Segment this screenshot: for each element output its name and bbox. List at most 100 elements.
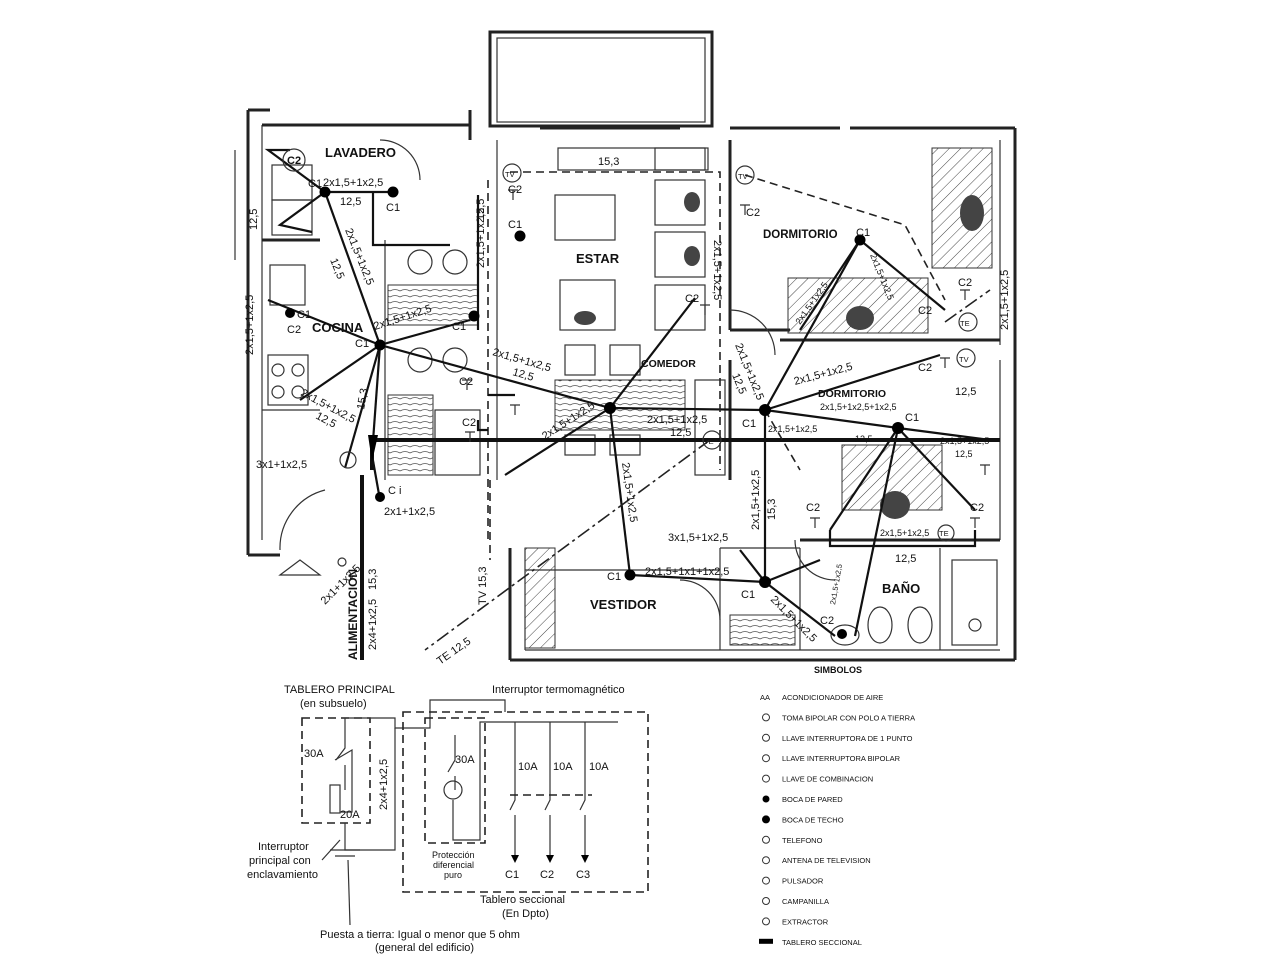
legend-symbol-llave1-icon — [762, 733, 770, 742]
room-dormitorio-2: DORMITORIO — [818, 388, 886, 400]
circuit-c1: C1 — [741, 589, 755, 601]
dim-label: 15,3 — [367, 569, 379, 590]
dim-label: 12,5 — [955, 449, 973, 459]
cable-label: 2x1+1x2,5 — [384, 506, 435, 518]
breaker-20a: 20A — [340, 809, 360, 821]
c2-marker-lavadero — [282, 148, 306, 172]
legend-text: LLAVE INTERRUPTORA DE 1 PUNTO — [782, 734, 913, 743]
cable-label: 2x1,5+1x2,5 — [999, 270, 1011, 330]
legend-row: BOCA DE PARED — [762, 795, 843, 804]
te-dim-label: TE 12,5 — [435, 636, 473, 668]
breaker-c3 — [579, 722, 589, 863]
legend-text: TELEFONO — [782, 836, 823, 845]
legend-row: LLAVE INTERRUPTORA DE 1 PUNTO — [762, 733, 913, 743]
wiring — [234, 148, 1000, 660]
circuit-c2: C2 — [970, 502, 984, 514]
legend-row: ANTENA DE TELEVISION — [762, 856, 871, 865]
circuit-c1: C1 — [308, 178, 322, 190]
legend-symbol-camp-icon — [762, 897, 770, 905]
cable-label: 2x1,5+1x2,5 — [323, 177, 383, 189]
tablero-principal-title: TABLERO PRINCIPAL — [284, 684, 395, 696]
dim-label: 12,5 — [248, 209, 260, 230]
cable-label: 2x1,5+1x2,5 — [711, 240, 723, 300]
out-c3: C3 — [576, 869, 590, 881]
cable-label: 2x1,5+1x2,5 — [475, 208, 487, 268]
legend-text: LLAVE DE COMBINACION — [782, 775, 873, 784]
te-symbol: TE — [960, 319, 970, 328]
cable-label: 2x1,5+1x1+1x2,5 — [645, 566, 729, 578]
interruptor-principal-line1: Interruptor — [258, 841, 309, 853]
cable-label: 2x1,5+1x2,5 — [647, 414, 707, 426]
room-dormitorio-1: DORMITORIO — [763, 229, 838, 241]
breaker-10a: 10A — [589, 761, 609, 773]
dim-label: 12,5 — [855, 434, 873, 444]
legend-row: BOCA DE TECHO — [762, 815, 844, 824]
schematic: TABLERO PRINCIPAL (en subsuelo) Interrup… — [247, 684, 649, 954]
breaker-10a: 10A — [518, 761, 538, 773]
legend-text: ACONDICIONADOR DE AIRE — [782, 693, 883, 702]
dim-label: 15,3 — [355, 387, 371, 410]
breaker-30a-seccional: 30A — [455, 754, 475, 766]
circuit-c2: C2 — [508, 184, 522, 196]
circuit-c1: C1 — [607, 571, 621, 583]
legend-text: PULSADOR — [782, 877, 824, 886]
legend-symbol-extr-icon — [762, 917, 770, 926]
cable-label: 2x1,5+1x2,5 — [880, 528, 929, 538]
legend-row: CAMPANILLA — [762, 897, 829, 906]
simbolos-label: SIMBOLOS — [814, 665, 862, 675]
tablero-seccional-title: Tablero seccional — [480, 894, 565, 906]
out-c2: C2 — [540, 869, 554, 881]
puesta-tierra-line1: Puesta a tierra: Igual o menor que 5 ohm — [320, 929, 520, 941]
walls — [246, 30, 1017, 662]
tv-symbol: TV — [505, 170, 515, 179]
interruptor-principal-line2: principal con — [249, 855, 311, 867]
cable-label: 3x1+1x2,5 — [256, 459, 307, 471]
furniture — [267, 147, 998, 649]
dim-label: 12,5 — [327, 257, 346, 281]
cable-label: 2x4+1x2,5 — [367, 599, 379, 650]
circuit-c2: C2 — [287, 324, 301, 336]
boca-techo-lavadero — [319, 186, 331, 198]
proteccion-line2: diferencial — [433, 860, 474, 870]
dim-label: 12,5 — [340, 196, 361, 208]
cable-label: 3x1,5+1x2,5 — [668, 532, 728, 544]
cable-label: 2x1,5+1x2,5 — [828, 563, 844, 605]
legend-text: TABLERO SECCIONAL — [782, 938, 862, 947]
room-estar: ESTAR — [576, 251, 620, 266]
circuit-c2: C2 — [462, 417, 476, 429]
legend-text: CAMPANILLA — [782, 897, 829, 906]
circuit-c1: C1 — [905, 412, 919, 424]
dim-label: 12,5 — [511, 366, 535, 383]
legend-text: TOMA BIPOLAR CON POLO A TIERRA — [782, 713, 915, 722]
circuit-c2: C2 — [918, 305, 932, 317]
dim-label: 15,3 — [598, 156, 619, 168]
alimentacion-label: ALIMENTACION — [346, 569, 360, 660]
legend-text: LLAVE INTERRUPTORA BIPOLAR — [782, 754, 901, 763]
legend-text: BOCA DE PARED — [782, 795, 843, 804]
legend-symbol-toma-icon — [762, 713, 770, 722]
legend-row: LLAVE INTERRUPTORA BIPOLAR — [762, 754, 901, 763]
puesta-tierra-line2: (general del edificio) — [375, 942, 474, 954]
circuit-labels: C2 C1 C1 C2 C1 C1 C2 C1 C1 C2 C2 C2 C2 C… — [287, 155, 984, 627]
tv-dim-label: TV 15,3 — [477, 566, 489, 605]
circuit-c1: C1 — [452, 321, 466, 333]
small-symbols — [282, 148, 990, 567]
interruptor-principal-line3: enclavamiento — [247, 869, 318, 881]
cable-label: 2x1,5+1x2,5 — [768, 424, 817, 434]
te-symbol: TE — [939, 529, 949, 538]
legend-symbol-llave2-icon — [762, 754, 770, 763]
circuit-c1: C1 — [297, 309, 311, 321]
legend-text: ANTENA DE TELEVISION — [782, 856, 871, 865]
nodes — [285, 186, 904, 639]
circuit-c1: C1 — [856, 227, 870, 239]
tablero-principal-subtitle: (en subsuelo) — [300, 698, 367, 710]
legend-symbol-tab-icon — [759, 938, 773, 944]
cable-label: 2x1,5+1x2,5 — [750, 470, 762, 530]
breaker-c1 — [509, 722, 519, 863]
te-symbol: TE — [704, 437, 714, 446]
circuit-c2: C2 — [820, 615, 834, 627]
dim-label: 12,5 — [670, 427, 691, 439]
circuit-c2: C2 — [459, 376, 473, 388]
